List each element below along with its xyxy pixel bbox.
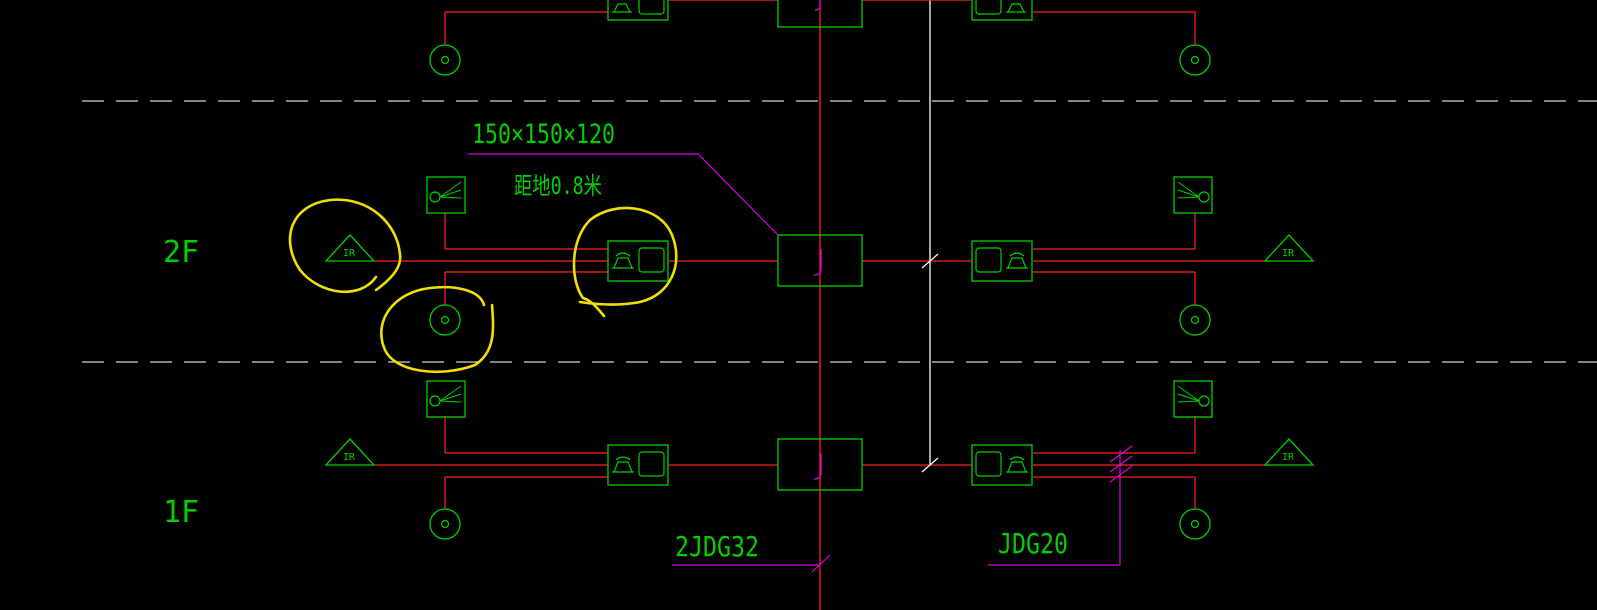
intercom-camera-icon (426, 380, 466, 418)
ir-sensor-icon: IR (324, 438, 376, 466)
coax-outlet-icon (429, 44, 461, 76)
floor-1-group: IR IR (324, 380, 1315, 573)
coax-outlet-icon (1179, 44, 1211, 76)
junction-box-icon (777, 0, 863, 28)
intercom-camera-icon (1173, 380, 1213, 418)
av-outlet-icon (971, 0, 1033, 21)
av-outlet-icon (971, 240, 1033, 282)
intercom-camera-icon (1173, 176, 1213, 214)
intercom-camera-icon (426, 176, 466, 214)
coax-outlet-icon (429, 508, 461, 540)
markup-circles (288, 198, 678, 374)
height-note-label: 距地0.8米 (514, 172, 602, 200)
ir-sensor-icon: IR (1263, 234, 1315, 262)
box-size-leader (468, 153, 779, 236)
box-size-label: 150×150×120 (472, 119, 615, 150)
coax-outlet-icon (1179, 304, 1211, 336)
markup-circle-ir (288, 198, 402, 294)
markup-circle-av (572, 206, 678, 318)
coax-outlet-icon (429, 304, 461, 336)
ir-label: IR (1282, 452, 1295, 463)
junction-box-icon (777, 438, 863, 491)
coax-outlet-icon (1179, 508, 1211, 540)
trunk-conduit-label: 2JDG32 (675, 530, 759, 563)
ir-sensor-icon: IR (324, 234, 376, 262)
floor-label-1f: 1F (163, 495, 199, 530)
av-outlet-icon (971, 444, 1033, 486)
av-outlet-icon (607, 0, 669, 21)
av-outlet-icon (607, 444, 669, 486)
floor-2-group: IR IR (324, 119, 1315, 336)
floor-label-2f: 2F (163, 235, 199, 270)
ir-sensor-icon: IR (1263, 438, 1315, 466)
av-outlet-icon (607, 240, 669, 282)
branch-conduit-leader (988, 450, 1121, 566)
ir-label: IR (1282, 248, 1295, 259)
markup-circle-coax (380, 285, 495, 374)
junction-box-icon (777, 234, 863, 287)
ir-label: IR (343, 452, 356, 463)
branch-conduit-label: JDG20 (998, 527, 1068, 560)
floor-3-group (429, 0, 1211, 76)
ir-label: IR (343, 248, 356, 259)
